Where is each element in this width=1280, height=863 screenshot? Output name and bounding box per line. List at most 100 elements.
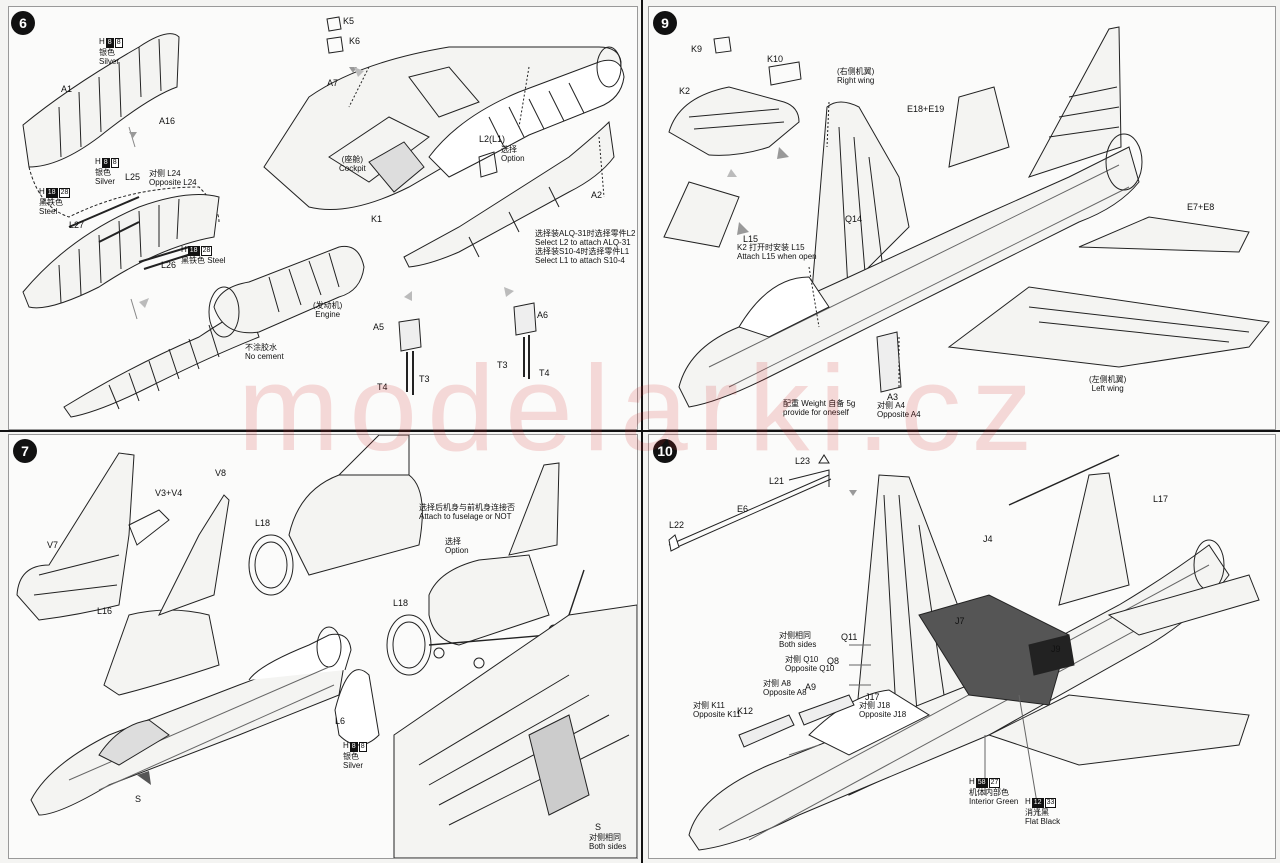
step-9-badge: 9 [653, 11, 677, 35]
part-q14-label: Q14 [845, 214, 863, 224]
part-v3v4-label: V3+V4 [155, 488, 183, 498]
part-a6-label: A6 [537, 310, 549, 320]
step-7-drawing [16, 435, 637, 858]
q11-both-cn: 对侧相同 [779, 631, 811, 640]
paint-code-prefix: H [343, 741, 349, 750]
part-a5-label: A5 [373, 322, 385, 332]
cockpit-label: (座舱)Cockpit [339, 155, 366, 173]
alq-option-note: 选择装ALQ-31时选择零件L2 Select L2 to attach ALQ… [535, 229, 635, 265]
part-j18-opposite: Opposite J18 [859, 710, 907, 719]
part-k11-cn: 对侧 K11 [693, 701, 725, 710]
part-k11-opposite: Opposite K11 [693, 710, 741, 719]
part-s-label: S [595, 822, 602, 832]
option-label-en: Option [501, 154, 525, 163]
paint-code-num: 28 [58, 188, 71, 198]
option-label-en: Option [445, 546, 469, 555]
paint-name: Silver [95, 177, 116, 186]
both-sides-en: Both sides [589, 842, 627, 851]
paint-name: Silver [99, 57, 120, 66]
l15-note-cn: K2 打开时安装 L15 [737, 243, 805, 252]
left-wing-label: (左侧机翼)Left wing [1089, 375, 1126, 393]
part-l6-label: L6 [335, 716, 346, 726]
step-6-badge: 6 [11, 11, 35, 35]
part-t3-label: T3 [497, 360, 508, 370]
option-label-cn: 选择 [501, 145, 517, 154]
right-wing-label: (右侧机翼)Right wing [837, 67, 874, 85]
paint-code-num: 27 [988, 778, 1001, 788]
engine-label-en: Engine [315, 310, 341, 319]
paint-code-num: 8 [358, 742, 367, 752]
paint-code-num: 58 [975, 778, 988, 788]
part-a9-label: A9 [805, 682, 817, 692]
step-7-panel: 7 8 [8, 434, 638, 859]
part-v8-label: V8 [215, 468, 227, 478]
weight-grams: 5g [846, 399, 856, 408]
part-e6-label: E6 [737, 504, 749, 514]
paint-name: Interior Green [969, 797, 1019, 806]
part-l24-opposite: Opposite L24 [149, 178, 197, 187]
paint-name: Flat Black [1025, 817, 1061, 826]
part-q10-opposite: Opposite Q10 [785, 664, 835, 673]
no-cement-cn: 不涂胶水 [245, 343, 277, 352]
right-wing-cn: (右侧机翼) [837, 67, 875, 76]
engine-label-cn: (发动机) [313, 301, 343, 310]
weight-cn: 配重 [783, 399, 799, 408]
attach-note-en: Attach to fuselage or NOT [419, 512, 512, 521]
paint-name-cn: 消光黑 [1025, 808, 1049, 817]
alq-note-cn: 选择装ALQ-31时选择零件L2 [535, 229, 636, 238]
part-t4-label: T4 [377, 382, 388, 392]
part-k12-label: K12 [737, 706, 754, 716]
paint-name-cn: 黑铁色 [39, 198, 63, 207]
part-q10-cn: 对侧 Q10 [785, 655, 819, 664]
part-l17-label: L17 [1153, 494, 1169, 504]
part-a7-label: A7 [327, 78, 339, 88]
part-l16-label: L16 [97, 606, 113, 616]
alq-note-en: Select L2 to attach ALQ-31 [535, 238, 631, 247]
engine-label: (发动机)Engine [313, 301, 342, 319]
left-wing-en: Left wing [1091, 384, 1124, 393]
part-l23-label: L23 [795, 456, 811, 466]
step-10-badge: 10 [653, 439, 677, 463]
part-l21-label: L21 [769, 476, 785, 486]
part-l26-label: L26 [161, 260, 177, 270]
part-l22-label: L22 [669, 520, 685, 530]
step-9-drawing [663, 26, 1270, 408]
part-k6-label: K6 [349, 36, 361, 46]
part-t4-label: T4 [539, 368, 550, 378]
paint-code-prefix: H [99, 37, 105, 46]
step-6-panel: 6 [8, 6, 638, 430]
weight-cn-2: 自备 [828, 399, 845, 408]
part-j17-label: J17 [865, 692, 880, 702]
paint-code-prefix: H [969, 777, 975, 786]
paint-code-num: 8 [110, 158, 119, 168]
part-a2-label: A2 [591, 190, 603, 200]
paint-code-num: 8 [349, 742, 358, 752]
page-divider-horizontal [0, 430, 1280, 432]
part-a8-opposite: Opposite A8 [763, 688, 807, 697]
paint-name: Steel [39, 207, 58, 216]
paint-code-num: 28 [200, 246, 213, 256]
part-a8-cn: 对侧 A8 [763, 679, 792, 688]
part-e7e8-label: E7+E8 [1187, 202, 1215, 212]
part-k10-label: K10 [767, 54, 784, 64]
q11-both-en: Both sides [779, 640, 817, 649]
paint-code-prefix: H [181, 245, 187, 254]
paint-code-prefix: H [1025, 797, 1031, 806]
cockpit-label-cn: (座舱) [341, 155, 363, 164]
part-k5-label: K5 [343, 16, 355, 26]
paint-code-prefix: H [95, 157, 101, 166]
